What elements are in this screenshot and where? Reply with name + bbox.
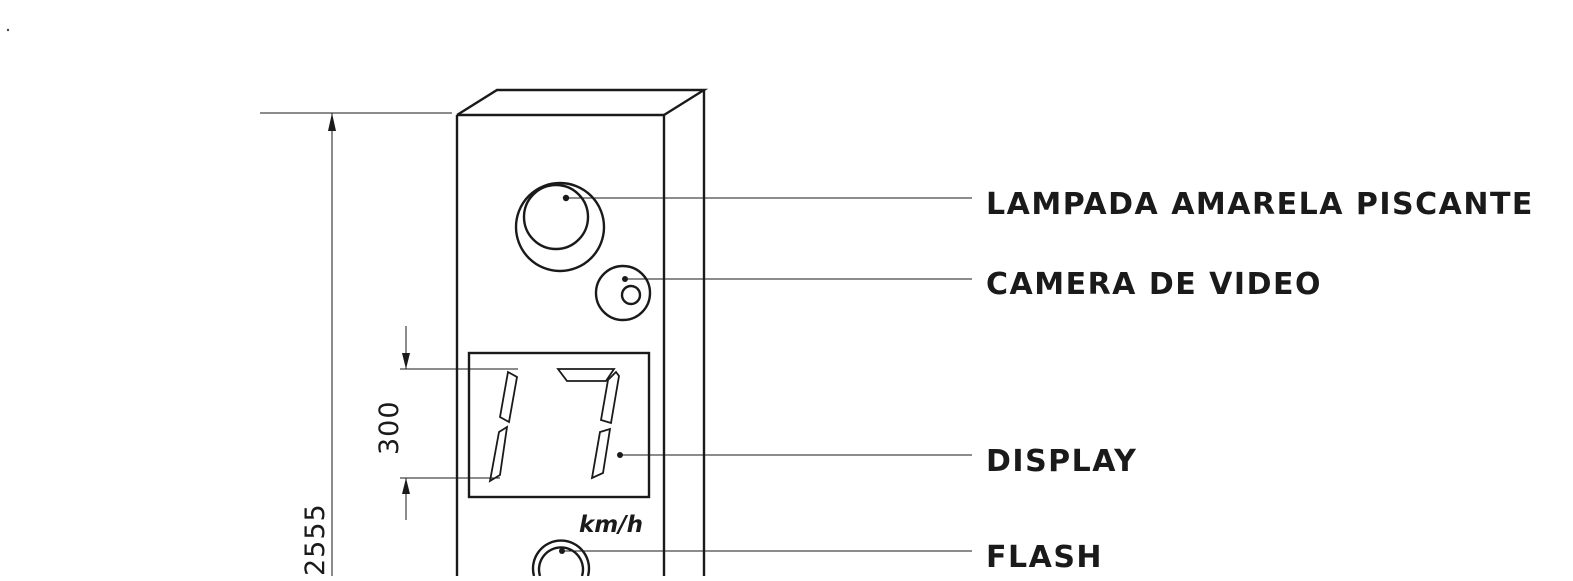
lamp-outer-ring bbox=[514, 181, 606, 273]
lamp-callout-label: LAMPADA AMARELA PISCANTE bbox=[986, 187, 1534, 222]
flash-outer-ring bbox=[531, 539, 591, 577]
display-frame bbox=[467, 351, 651, 499]
lamp-assembly bbox=[514, 181, 606, 273]
camera-callout-label: CAMERA DE VIDEO bbox=[986, 267, 1322, 302]
flash-assembly bbox=[531, 539, 591, 577]
camera-housing bbox=[594, 264, 652, 322]
total-height-value: 2555 bbox=[300, 503, 331, 576]
digit-segment bbox=[599, 370, 620, 425]
digit-one bbox=[488, 370, 518, 483]
display-height-value: 300 bbox=[374, 400, 405, 455]
digit-segment bbox=[499, 370, 518, 424]
digit-segment bbox=[488, 425, 509, 483]
digit-seven bbox=[556, 368, 620, 480]
camera-assembly bbox=[594, 264, 652, 322]
total-height-dimension: 2555 bbox=[260, 112, 452, 576]
lamp-inner-ring bbox=[522, 183, 590, 251]
display-callout-label: DISPLAY bbox=[986, 444, 1137, 479]
speed-display: km/h bbox=[467, 351, 651, 538]
camera-lens bbox=[620, 284, 642, 306]
unit-label: km/h bbox=[579, 512, 643, 538]
dimension-arrow bbox=[328, 113, 336, 131]
digit-segment bbox=[590, 427, 612, 480]
post-housing bbox=[455, 88, 709, 576]
dimension-arrow bbox=[402, 353, 410, 369]
digit-segment bbox=[556, 368, 616, 382]
stray-mark bbox=[6, 28, 10, 32]
flash-inner-ring bbox=[537, 546, 585, 577]
flash-callout-label: FLASH bbox=[986, 540, 1103, 575]
post-top-face bbox=[456, 88, 709, 117]
display-height-dimension: 300 bbox=[374, 326, 518, 520]
dimension-arrow bbox=[402, 478, 410, 494]
